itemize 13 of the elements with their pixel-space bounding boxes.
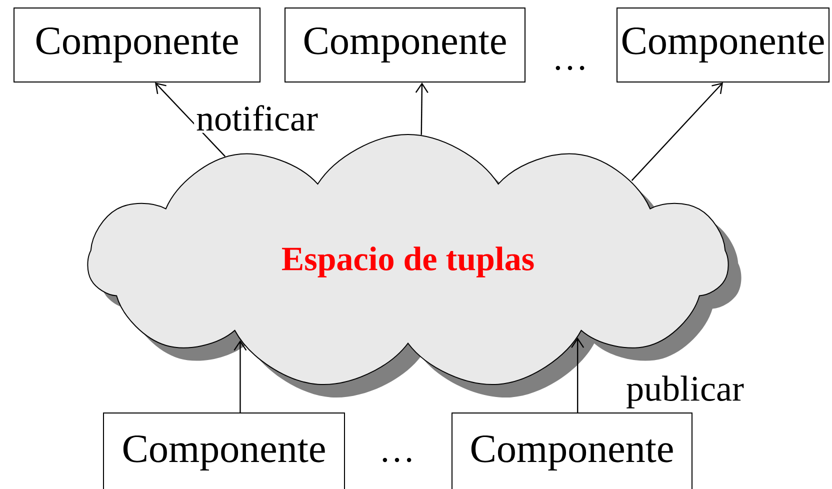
arrow [155, 82, 226, 157]
ellipsis: … [556, 66, 584, 70]
edge-label: notificar [194, 103, 320, 133]
arrow [631, 82, 723, 181]
component-box: Componente [452, 412, 692, 489]
arrow [234, 340, 247, 412]
arrow [415, 82, 428, 135]
component-box: Componente [284, 8, 526, 82]
arrow [571, 338, 584, 412]
ellipsis: … [382, 458, 412, 462]
component-box: Componente [616, 8, 830, 82]
component-box: Componente [103, 412, 345, 489]
component-box: Componente [14, 8, 260, 82]
